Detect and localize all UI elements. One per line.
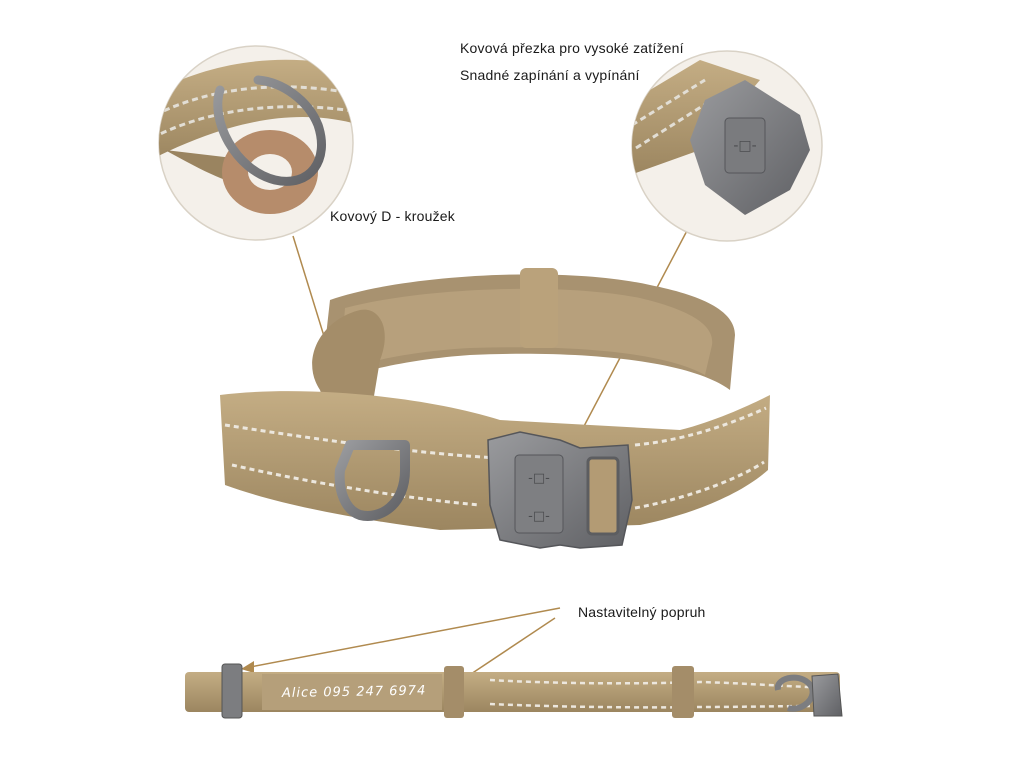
zoom-circle-d-ring xyxy=(158,45,354,241)
strap-buckle xyxy=(811,673,843,717)
buckle: -□- -□- xyxy=(487,431,633,549)
arrowhead-left xyxy=(241,661,254,673)
strap-slider xyxy=(221,663,243,719)
label-easy-clip: Snadné zapínání a vypínání xyxy=(460,67,640,83)
leader-line-strap-left xyxy=(244,607,561,669)
d-ring xyxy=(334,440,410,521)
strap-keeper-right xyxy=(672,666,694,718)
svg-text:-□-: -□- xyxy=(528,509,550,524)
label-heavy-duty-buckle: Kovová přezka pro vysoké zatížení xyxy=(460,40,684,56)
keeper-loop xyxy=(520,268,558,348)
label-adjustable-strap: Nastavitelný popruh xyxy=(578,604,706,620)
svg-text:-□-: -□- xyxy=(528,471,550,486)
zoom-circle-buckle: -□- xyxy=(631,50,823,242)
leader-line-strap-right xyxy=(458,617,556,683)
collar-main: -□- -□- xyxy=(220,268,770,549)
engraving-text: Alice 095 247 6974 xyxy=(281,683,427,701)
label-d-ring: Kovový D - kroužek xyxy=(330,208,455,224)
svg-text:-□-: -□- xyxy=(733,138,756,154)
strap-d-ring xyxy=(774,674,816,712)
collar-flat-strap: Alice 095 247 6974 xyxy=(185,663,843,719)
strap-keeper-left xyxy=(444,666,464,718)
